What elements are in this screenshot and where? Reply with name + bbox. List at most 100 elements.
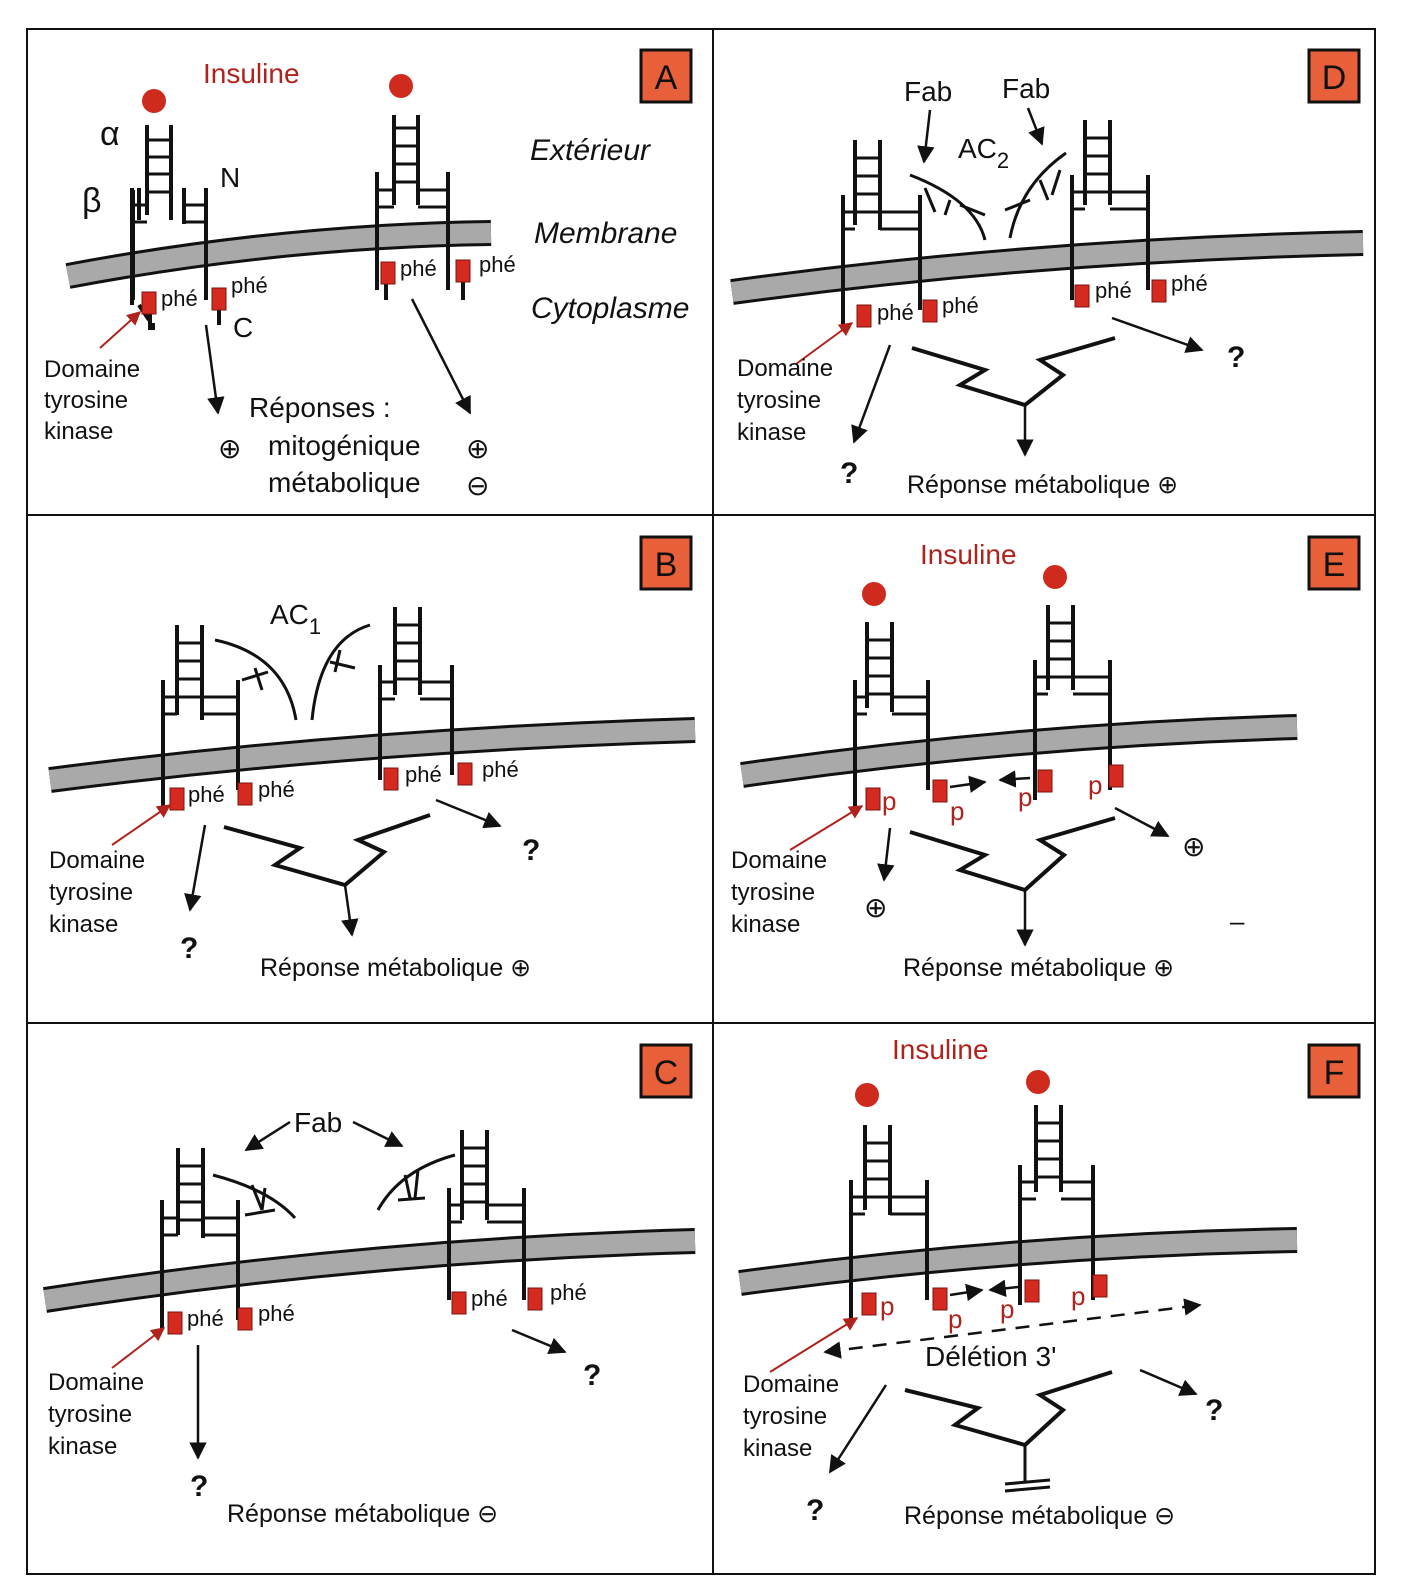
kinase-label: kinase bbox=[49, 911, 118, 938]
tyrosine-kinase-domain bbox=[167, 1311, 183, 1335]
phe-label: phé bbox=[258, 777, 295, 802]
signal-zigzag bbox=[911, 336, 1116, 408]
question-mark: ? bbox=[190, 1470, 208, 1503]
kinase-label: kinase bbox=[731, 911, 800, 938]
tyrosine-kinase-domain bbox=[856, 304, 872, 328]
panel-f: F Insuline p p p p Délétion 3' bbox=[738, 1034, 1361, 1530]
reponse-metabolique-label: Réponse métabolique ⊖ bbox=[904, 1502, 1175, 1530]
insulin-receptor bbox=[853, 622, 930, 815]
insulin-receptor bbox=[161, 625, 240, 810]
signal-zigzag bbox=[909, 816, 1116, 893]
panel-d: D Fab Fab AC2 phé phé bbox=[730, 48, 1364, 499]
membrane-label: Membrane bbox=[534, 217, 677, 250]
c-terminal-label: C bbox=[233, 312, 253, 343]
phe-label: phé bbox=[231, 273, 268, 298]
phe-label: phé bbox=[187, 1306, 224, 1331]
deletion-label: Délétion 3' bbox=[925, 1341, 1056, 1372]
p-label: p bbox=[1000, 1294, 1014, 1324]
svg-text:E: E bbox=[1323, 546, 1346, 584]
insulin-molecule bbox=[855, 1083, 879, 1107]
phe-label: phé bbox=[161, 286, 198, 311]
tyrosine-kinase-domain bbox=[1108, 764, 1124, 788]
phe-label: phé bbox=[482, 757, 519, 782]
insulin-receptor bbox=[1018, 1105, 1095, 1305]
panel-c: C Fab phé phé phé phé bbox=[43, 1043, 696, 1528]
tyrosine-label: tyrosine bbox=[48, 1401, 132, 1428]
tyrosine-kinase-domain bbox=[1092, 1274, 1108, 1298]
insulin-receptor bbox=[849, 1125, 929, 1320]
tyrosine-kinase-domain bbox=[861, 1292, 877, 1316]
phe-label: phé bbox=[188, 782, 225, 807]
p-label: p bbox=[880, 1291, 894, 1321]
kinase-label: kinase bbox=[743, 1435, 812, 1462]
tyrosine-label: tyrosine bbox=[731, 879, 815, 906]
phe-label: phé bbox=[877, 300, 914, 325]
plus-sign: ⊕ bbox=[1182, 831, 1205, 862]
insulin-molecule bbox=[389, 74, 413, 98]
metabolique-label: métabolique bbox=[268, 467, 421, 498]
antibody bbox=[310, 623, 371, 721]
domaine-label: Domaine bbox=[737, 355, 833, 382]
tyrosine-kinase-domain bbox=[383, 767, 399, 791]
domaine-label: Domaine bbox=[743, 1371, 839, 1398]
deletion-arrow bbox=[823, 1298, 1202, 1359]
panel-a: A Insuline α β N C Extérieur Membrane Cy… bbox=[44, 48, 693, 501]
question-mark: ? bbox=[1205, 1394, 1223, 1427]
tyrosine-kinase-domain bbox=[211, 287, 227, 311]
question-mark: ? bbox=[583, 1359, 601, 1392]
insuline-label: Insuline bbox=[920, 539, 1017, 570]
phe-label: phé bbox=[405, 762, 442, 787]
svg-text:D: D bbox=[1322, 59, 1347, 97]
tyrosine-kinase-domain bbox=[922, 299, 938, 323]
p-label: p bbox=[1018, 782, 1032, 812]
reponses-label: Réponses : bbox=[249, 392, 391, 423]
tyrosine-label: tyrosine bbox=[44, 387, 128, 414]
insulin-receptor bbox=[447, 1130, 526, 1300]
n-terminal-label: N bbox=[220, 162, 240, 193]
panel-c-badge: C bbox=[639, 1043, 693, 1099]
reponse-metabolique-label: Réponse métabolique ⊖ bbox=[227, 1500, 498, 1528]
signal-zigzag bbox=[223, 813, 431, 888]
svg-text:B: B bbox=[655, 546, 678, 584]
phe-label: phé bbox=[550, 1280, 587, 1305]
p-label: p bbox=[948, 1304, 962, 1334]
phe-label: phé bbox=[942, 293, 979, 318]
ac1-label: AC1 bbox=[270, 599, 321, 639]
question-mark: ? bbox=[840, 457, 858, 490]
insulin-molecule bbox=[142, 89, 166, 113]
insuline-label: Insuline bbox=[203, 58, 300, 89]
domaine-label: Domaine bbox=[48, 1369, 144, 1396]
plus-sign: ⊕ bbox=[864, 892, 887, 923]
kinase-label: kinase bbox=[48, 1433, 117, 1460]
panel-b: B AC1 phé phé phé phé bbox=[48, 535, 696, 982]
tyrosine-label: tyrosine bbox=[737, 387, 821, 414]
question-mark: ? bbox=[1227, 341, 1245, 374]
panel-d-badge: D bbox=[1307, 48, 1361, 104]
antibody bbox=[909, 173, 987, 241]
phe-label: phé bbox=[471, 1286, 508, 1311]
svg-text:F: F bbox=[1324, 1054, 1345, 1092]
tyrosine-kinase-domain bbox=[457, 762, 473, 786]
insulin-receptor bbox=[378, 607, 454, 780]
tyrosine-kinase-domain bbox=[237, 782, 253, 806]
panel-grid bbox=[26, 28, 1376, 1575]
plus-sign: ⊕ bbox=[218, 433, 241, 464]
tyrosine-kinase-domain bbox=[380, 261, 396, 285]
tyrosine-kinase-domain bbox=[865, 787, 881, 811]
kinase-label: kinase bbox=[737, 419, 806, 446]
alpha-label: α bbox=[100, 115, 120, 153]
tyrosine-kinase-domain bbox=[237, 1307, 253, 1331]
truncated-zigzag bbox=[904, 1370, 1113, 1448]
p-label: p bbox=[1088, 770, 1102, 800]
tyrosine-label: tyrosine bbox=[49, 879, 133, 906]
insulin-molecule bbox=[1043, 565, 1067, 589]
fab-label: Fab bbox=[294, 1107, 342, 1138]
phe-label: phé bbox=[479, 252, 516, 277]
insulin-receptor bbox=[160, 1148, 240, 1330]
reponse-metabolique-label: Réponse métabolique ⊕ bbox=[907, 471, 1178, 499]
question-mark: ? bbox=[806, 1494, 824, 1527]
panel-b-badge: B bbox=[639, 535, 693, 591]
tyrosine-kinase-domain bbox=[1151, 279, 1167, 303]
fab-fragment bbox=[376, 1153, 456, 1211]
question-mark: ? bbox=[522, 834, 540, 867]
